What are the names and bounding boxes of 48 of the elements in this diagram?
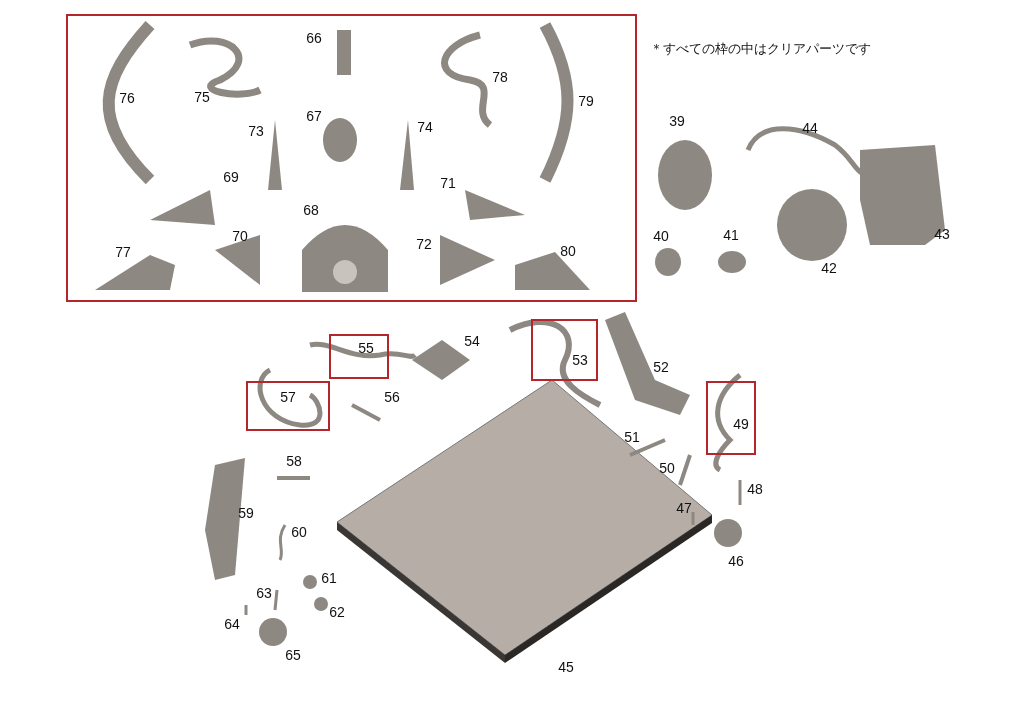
callout-number: 39 [669,114,685,128]
callout-number: 67 [306,109,322,123]
callout-number: 70 [232,229,248,243]
callout-number: 47 [676,501,692,515]
clear-parts-frame [531,319,598,381]
callout-number: 73 [248,124,264,138]
note-text: ＊すべての枠の中はクリアパーツです [649,41,871,55]
clear-parts-frame [329,334,389,379]
callout-number: 53 [572,353,588,367]
callout-number: 56 [384,390,400,404]
callout-number: 78 [492,70,508,84]
callout-number: 59 [238,506,254,520]
clear-parts-frame [706,381,756,455]
callout-number: 66 [306,31,322,45]
callout-number: 65 [285,648,301,662]
callout-number: 48 [747,482,763,496]
callout-number: 57 [280,390,296,404]
callout-number: 51 [624,430,640,444]
callout-number: 79 [578,94,594,108]
callout-number: 45 [558,660,574,674]
callout-number: 55 [358,341,374,355]
callout-number: 69 [223,170,239,184]
callout-number: 68 [303,203,319,217]
callout-number: 42 [821,261,837,275]
clear-parts-frame [246,381,330,431]
callout-number: 40 [653,229,669,243]
callout-number: 64 [224,617,240,631]
callout-number: 46 [728,554,744,568]
callout-number: 50 [659,461,675,475]
callout-number: 74 [417,120,433,134]
callout-number: 41 [723,228,739,242]
callout-number: 49 [733,417,749,431]
callout-number: 75 [194,90,210,104]
callout-number: 58 [286,454,302,468]
clear-parts-frame [66,14,637,302]
callout-number: 76 [119,91,135,105]
callout-number: 63 [256,586,272,600]
callout-number: 61 [321,571,337,585]
callout-number: 54 [464,334,480,348]
callout-number: 80 [560,244,576,258]
callout-number: 43 [934,227,950,241]
callout-number: 71 [440,176,456,190]
callout-number: 52 [653,360,669,374]
callout-number: 60 [291,525,307,539]
callout-number: 62 [329,605,345,619]
callout-number: 44 [802,121,818,135]
callout-number: 77 [115,245,131,259]
callout-number: 72 [416,237,432,251]
